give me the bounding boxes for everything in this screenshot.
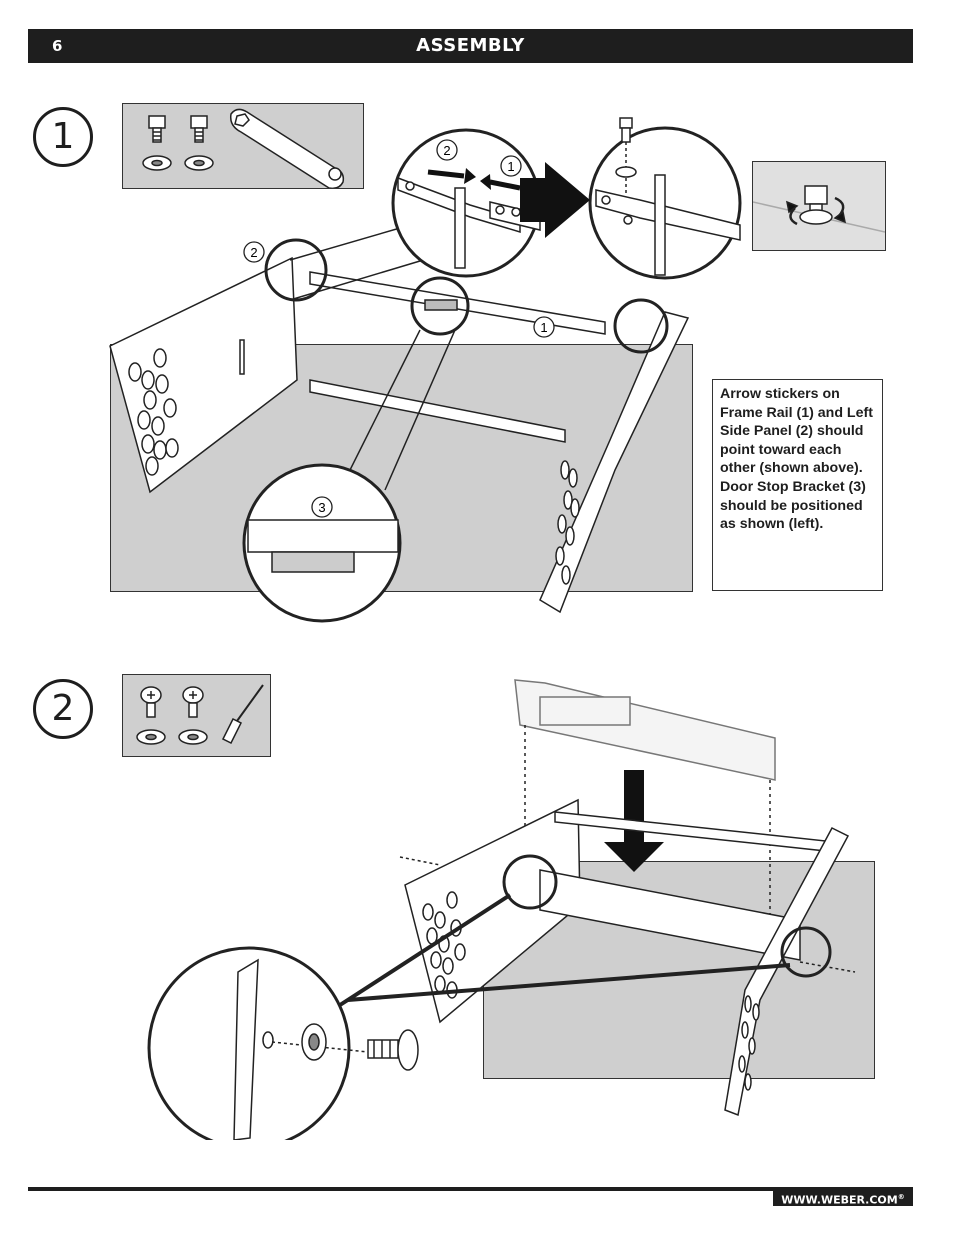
website-url[interactable]: WWW.WEBER.COM [781, 1193, 898, 1207]
step-2-hardware-icon [136, 684, 264, 745]
bolt-tighten-icon [753, 185, 885, 233]
assembly-note: Arrow stickers on Frame Rail (1) and Lef… [712, 379, 883, 591]
callout-1-frame-rail: 1 [540, 320, 547, 335]
step-2-assembly-diagram [147, 679, 856, 1140]
page-title: ASSEMBLY [416, 35, 525, 56]
step-2-parts-box [122, 674, 271, 757]
header-bar: 6 ASSEMBLY [28, 29, 913, 63]
step-1-parts-box [122, 103, 364, 189]
footer-rule [28, 1187, 913, 1191]
callout-3-bracket: 3 [318, 500, 325, 515]
callout-2-left-panel: 2 [250, 245, 257, 260]
registered-mark: ® [897, 1193, 905, 1201]
step-1-tighten-inset [752, 161, 886, 251]
step-2-number: 2 [33, 679, 93, 739]
footer-website[interactable]: WWW.WEBER.COM® [773, 1187, 913, 1207]
callout-2-zoom: 2 [443, 143, 450, 158]
callout-1-zoom: 1 [507, 159, 514, 174]
step-1-number: 1 [33, 107, 93, 167]
step-1-hardware-icon [142, 108, 345, 188]
step-1-assembly-diagram: 2 1 2 1 3 [109, 117, 742, 623]
page-number: 6 [52, 37, 63, 55]
